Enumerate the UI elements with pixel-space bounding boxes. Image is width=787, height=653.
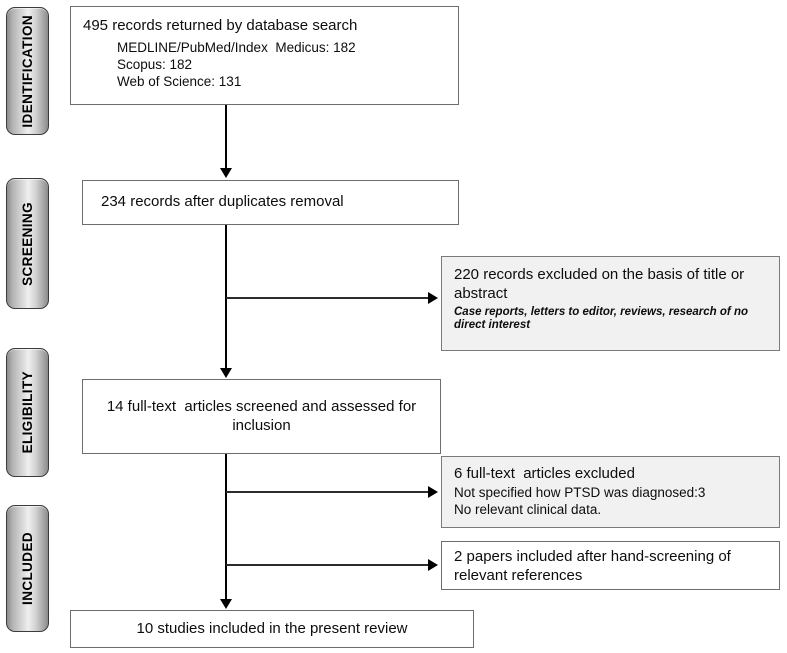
box-full-text-screened: 14 full-text articles screened and asses… [82, 379, 441, 454]
connector-to-hand-screening [226, 564, 429, 566]
box-records-identified-heading: 495 records returned by database search [83, 17, 358, 34]
box-duplicates-removed: 234 records after duplicates removal [82, 180, 459, 225]
box-records-excluded-detail: Case reports, letters to editor, reviews… [454, 305, 752, 332]
arrowhead-right-to-full-text-excluded [428, 486, 438, 498]
box-records-identified: 495 records returned by database search … [70, 6, 459, 105]
box-records-identified-source-2: Web of Science: 131 [117, 74, 242, 90]
stage-tab-screening-label: SCREENING [20, 201, 35, 286]
stage-tab-included: INCLUDED [6, 505, 49, 632]
box-full-text-excluded-reason-0: Not specified how PTSD was diagnosed:3 [454, 484, 706, 500]
arrowhead-down-to-duplicates [220, 168, 232, 178]
box-studies-included-text: 10 studies included in the present revie… [136, 619, 408, 637]
box-studies-included: 10 studies included in the present revie… [70, 610, 474, 648]
arrowhead-down-to-full-text [220, 368, 232, 378]
arrowhead-down-to-included [220, 599, 232, 609]
stage-tab-eligibility: ELIGIBILITY [6, 348, 49, 477]
connector-included-trunk [225, 454, 227, 601]
stage-tab-identification-label: IDENTIFICATION [20, 14, 35, 128]
arrowhead-right-to-hand-screening [428, 559, 438, 571]
box-hand-screening-text: 2 papers included after hand-screening o… [454, 548, 736, 584]
box-records-excluded: 220 records excluded on the basis of tit… [441, 256, 780, 351]
stage-tab-identification: IDENTIFICATION [6, 7, 49, 135]
box-full-text-screened-text: 14 full-text articles screened and asses… [106, 397, 421, 434]
box-full-text-excluded: 6 full-text articles excluded Not specif… [441, 456, 780, 528]
box-full-text-excluded-reason-1: No relevant clinical data. [454, 502, 602, 518]
box-duplicates-removed-text: 234 records after duplicates removal [101, 193, 344, 211]
arrowhead-right-to-records-excluded [428, 292, 438, 304]
box-records-identified-source-0: MEDLINE/PubMed/Index Medicus: 182 [117, 39, 356, 55]
stage-tab-included-label: INCLUDED [20, 532, 35, 605]
box-full-text-excluded-heading: 6 full-text articles excluded [454, 465, 635, 482]
box-records-excluded-heading: 220 records excluded on the basis of tit… [454, 266, 749, 302]
connector-identification-to-screening [225, 105, 227, 170]
connector-to-records-excluded [226, 297, 429, 299]
box-hand-screening: 2 papers included after hand-screening o… [441, 541, 780, 590]
stage-tab-eligibility-label: ELIGIBILITY [20, 371, 35, 454]
box-records-identified-source-1: Scopus: 182 [117, 57, 193, 73]
stage-tab-screening: SCREENING [6, 178, 49, 309]
connector-to-full-text-excluded [226, 491, 429, 493]
